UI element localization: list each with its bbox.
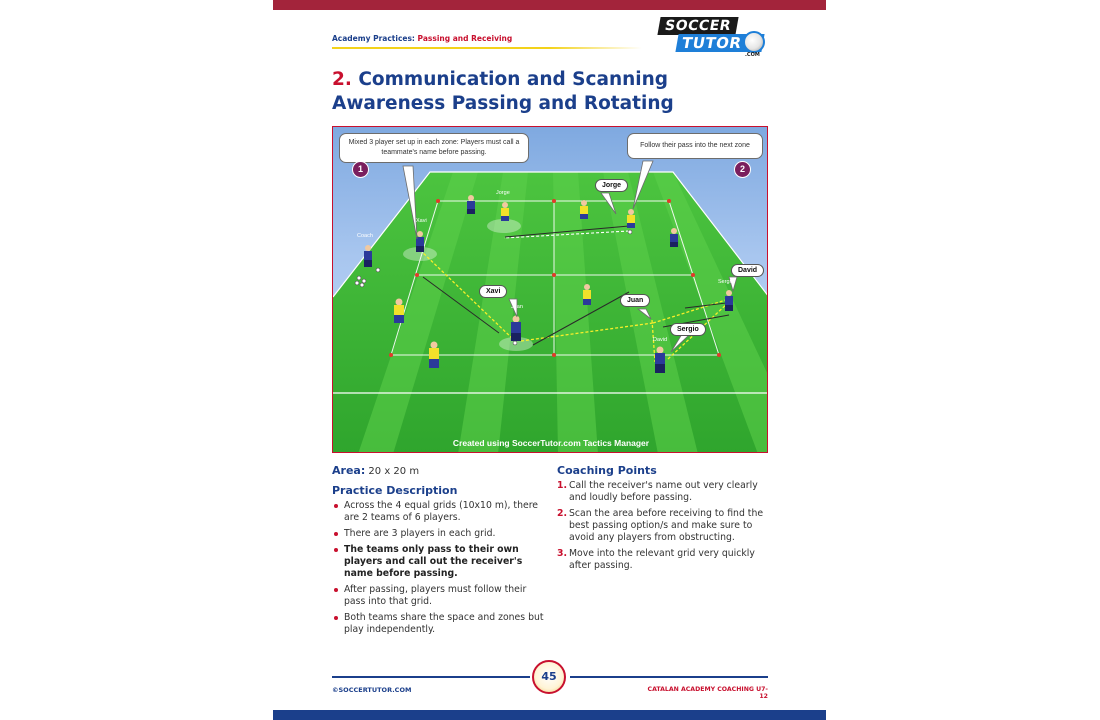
run-lines (422, 225, 730, 346)
logo-domain-text: .COM (745, 52, 760, 58)
footer-rule-left (332, 676, 530, 678)
practice-item: After passing, players must follow their… (332, 584, 547, 608)
practice-column: Area: 20 x 20 m Practice Description Acr… (332, 464, 547, 640)
practice-item: Both teams share the space and zones but… (332, 612, 547, 636)
coaching-item: 1.Call the receiver's name out very clea… (557, 480, 772, 504)
area-line: Area: 20 x 20 m (332, 464, 547, 477)
footer-copyright: ©SOCCERTUTOR.COM (332, 686, 412, 694)
player-blue (725, 290, 733, 311)
breadcrumb-section: Passing and Receiving (417, 34, 513, 43)
player-blue (467, 195, 475, 214)
movement-lines (503, 230, 630, 239)
footer-rule-right (570, 676, 768, 678)
title-text: Communication and Scanning Awareness Pas… (332, 69, 674, 114)
player-yellow (580, 200, 588, 219)
diagram-caption: Created using SoccerTutor.com Tactics Ma… (452, 438, 650, 448)
practice-item: Across the 4 equal grids (10x10 m), ther… (332, 500, 547, 524)
callout-follow-pass: Follow their pass into the next zone (627, 133, 763, 159)
player-yellow (627, 209, 635, 228)
coaching-column: Coaching Points 1.Call the receiver's na… (557, 464, 772, 576)
area-label: Area: (332, 464, 366, 477)
name-bubble-xavi: Xavi (479, 285, 508, 298)
pitch-stripe (358, 172, 478, 452)
practice-item: There are 3 players in each grid. (332, 528, 547, 540)
player-yellow (501, 202, 509, 221)
coaching-item-text: Scan the area before receiving to find t… (569, 508, 764, 543)
bottom-color-bar (273, 710, 826, 720)
footer-book-title: CATALAN ACADEMY COACHING U7-12 (647, 686, 768, 700)
document-page: Academy Practices: Passing and Receiving… (273, 0, 826, 720)
field-label-david: David (653, 337, 668, 343)
team-yellow-players (394, 200, 635, 368)
logo-ball-icon (743, 31, 765, 53)
coaching-item-number: 2. (557, 508, 568, 519)
page-title: 2. Communication and Scanning Awareness … (332, 68, 772, 116)
coach (364, 245, 372, 267)
field-label-coach: Coach (357, 233, 373, 239)
player-blue (416, 231, 424, 252)
top-color-bar (273, 0, 826, 10)
pitch-stripe (653, 172, 767, 452)
callout-zone-setup: Mixed 3 player set up in each zone: Play… (339, 133, 529, 163)
field-label-sergio: Sergio (718, 279, 734, 285)
name-bubble-david: David (731, 264, 765, 277)
step-badge-1: 1 (352, 161, 369, 178)
field-label-xavi: Xavi (416, 218, 427, 224)
practice-list: Across the 4 equal grids (10x10 m), ther… (332, 500, 547, 636)
coaching-list: 1.Call the receiver's name out very clea… (557, 480, 772, 572)
coaching-item-number: 1. (557, 480, 568, 491)
field-label-juan: Juan (511, 304, 523, 310)
pitch-stripe (553, 172, 598, 452)
player-blue (655, 346, 665, 373)
coaching-item: 2.Scan the area before receiving to find… (557, 508, 772, 544)
pitch-stripe (458, 172, 528, 452)
practice-description-title: Practice Description (332, 484, 458, 497)
cones (389, 199, 721, 357)
soccertutor-logo: SOCCER TUTOR .COM (657, 17, 769, 59)
page-number: 45 (541, 670, 557, 683)
player-yellow (583, 284, 591, 305)
callout-pointers (402, 160, 738, 353)
coaching-points-title: Coaching Points (557, 464, 657, 477)
page-number-ball-icon (532, 660, 566, 694)
title-number: 2. (332, 69, 352, 90)
breadcrumb-prefix: Academy Practices: (332, 34, 418, 43)
breadcrumb-underline (332, 47, 642, 49)
name-bubble-jorge: Jorge (595, 179, 629, 192)
breadcrumb: Academy Practices: Passing and Receiving (332, 34, 512, 43)
coaching-item-text: Call the receiver's name out very clearl… (569, 480, 758, 503)
name-bubble-juan: Juan (620, 294, 651, 307)
field-label-jorge: Jorge (496, 190, 510, 196)
player-blue (670, 228, 678, 247)
player-yellow (429, 341, 439, 368)
tactics-diagram: Mixed 3 player set up in each zone: Play… (332, 126, 768, 453)
practice-item: The teams only pass to their own players… (332, 544, 547, 580)
logo-soccer-text: SOCCER (657, 17, 739, 35)
coaching-item: 3.Move into the relevant grid very quick… (557, 548, 772, 572)
team-blue-players (364, 195, 733, 373)
pitch-graphic (333, 160, 767, 452)
area-value: 20 x 20 m (368, 466, 420, 477)
step-badge-2: 2 (734, 161, 751, 178)
pitch-stripe (603, 172, 698, 452)
pitch-line (333, 171, 767, 298)
player-blue (511, 315, 521, 341)
player-yellow (394, 298, 404, 323)
balls (354, 229, 633, 346)
coaching-item-number: 3. (557, 548, 568, 559)
coaching-item-text: Move into the relevant grid very quickly… (569, 548, 755, 571)
name-bubble-sergio: Sergio (670, 323, 706, 336)
